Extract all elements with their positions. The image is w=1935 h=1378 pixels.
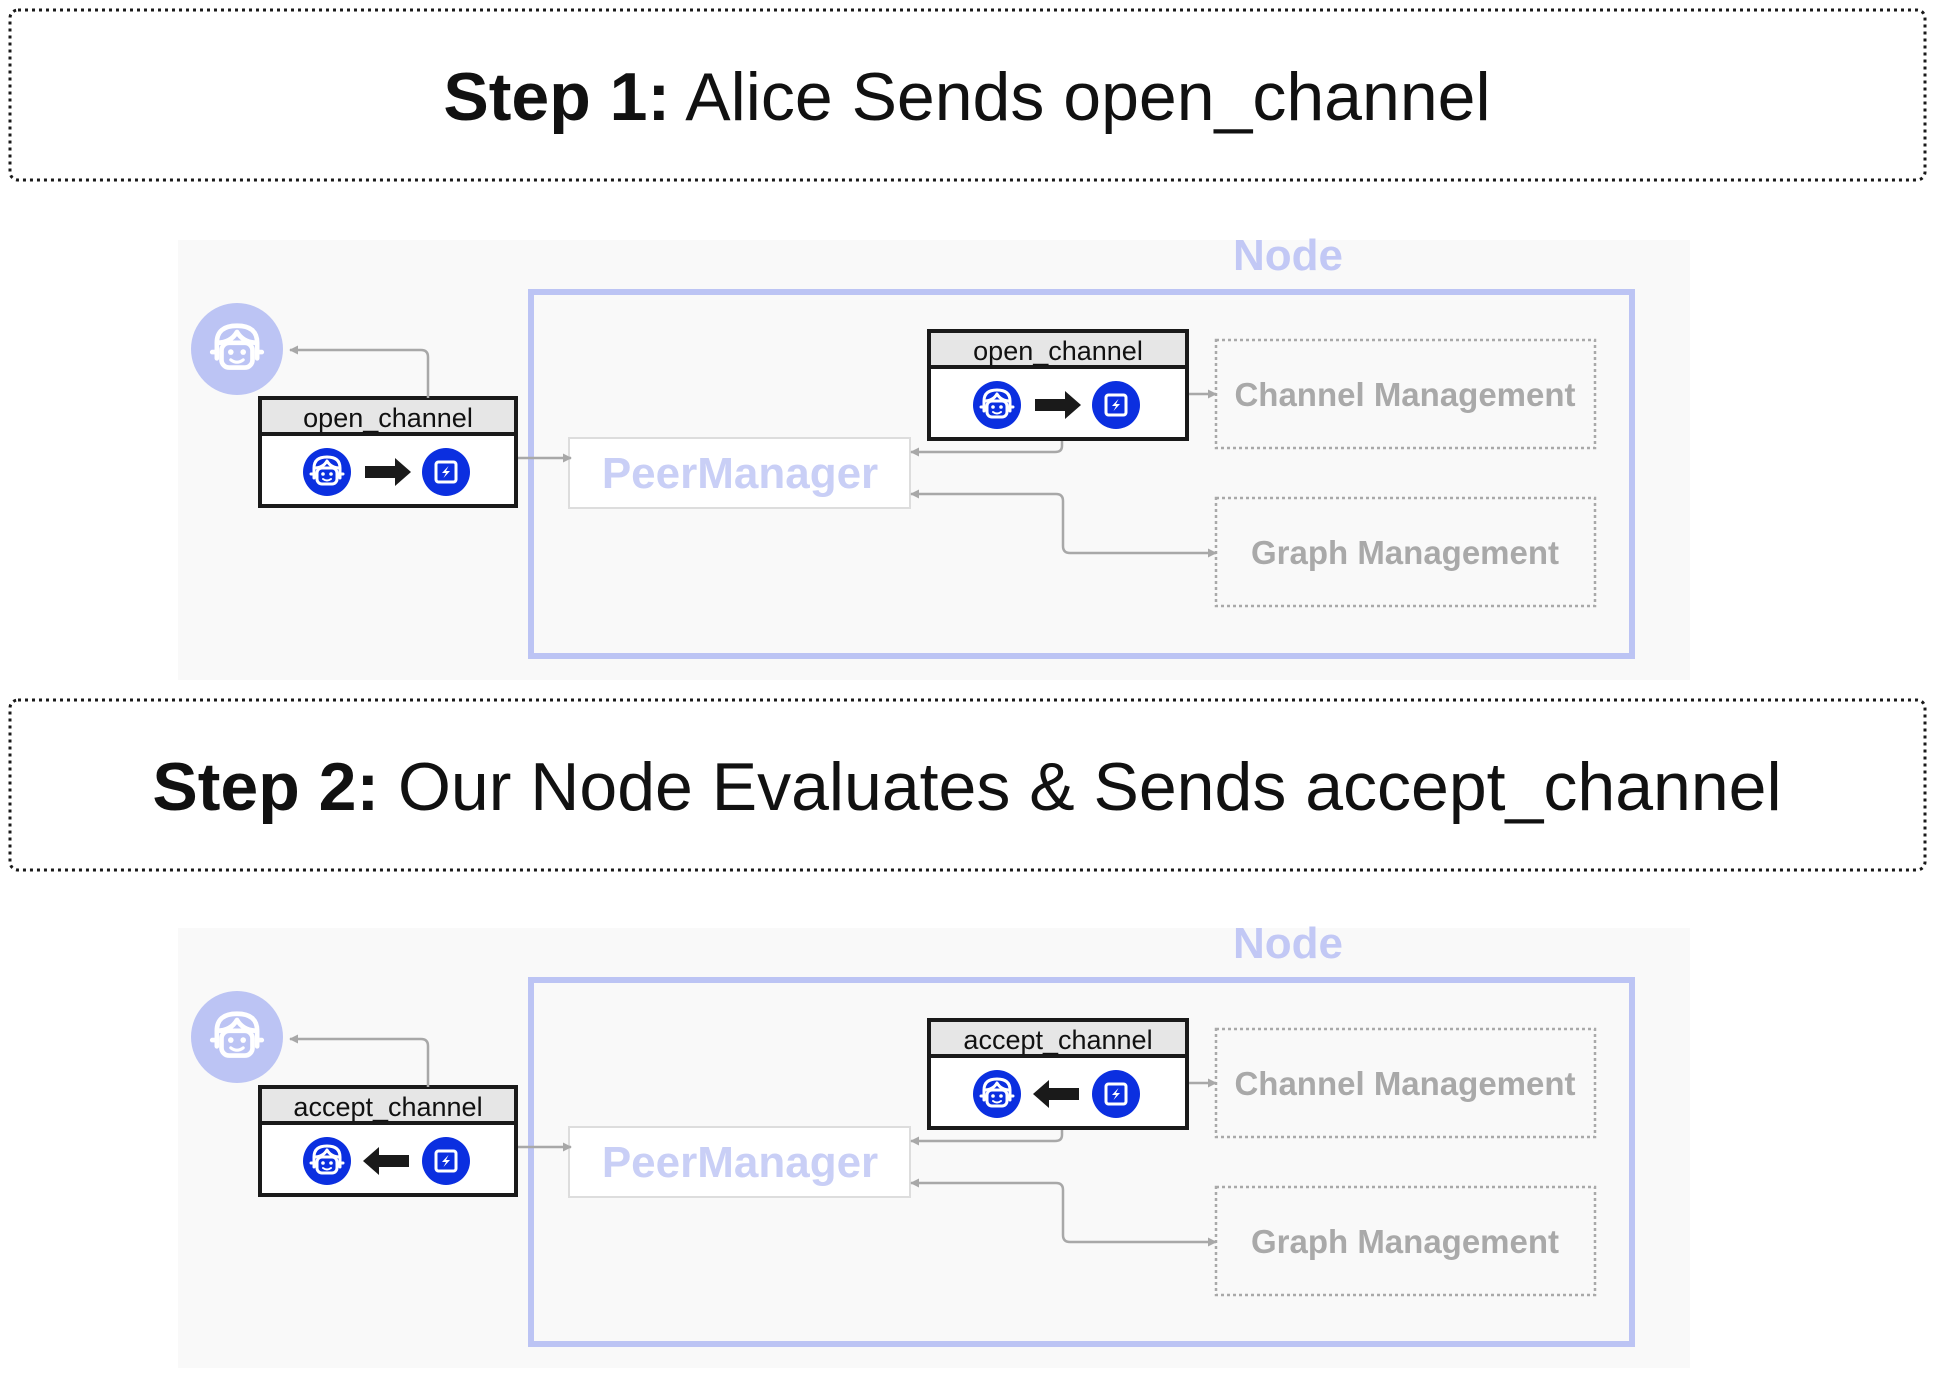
step-1-title-text: Alice Sends open_channel	[670, 59, 1490, 135]
step-1-graph-management-label: Graph Management	[1251, 534, 1559, 571]
lightning-node-icon	[1092, 1070, 1140, 1118]
step-2-peer-manager-label: PeerManager	[602, 1138, 878, 1187]
lightning-node-icon	[422, 1137, 470, 1185]
arrow-right-icon	[365, 458, 411, 486]
step-2: Step 2: Our Node Evaluates & Sends accep…	[8, 698, 1927, 1368]
lightning-node-icon	[422, 448, 470, 496]
lightning-node-icon	[1092, 381, 1140, 429]
step-1-internal-message-label: open_channel	[973, 336, 1143, 366]
step-2-node-label: Node	[1233, 919, 1343, 968]
step-1-internal-message-card: open_channel	[927, 329, 1189, 441]
step-2-title-box	[8, 698, 1927, 872]
step-1-peer-manager-box	[568, 437, 911, 509]
step-2-title-bold: Step 2:	[152, 749, 379, 825]
step-1-channel-management-label: Channel Management	[1234, 376, 1575, 413]
step-1-external-message-label: open_channel	[303, 403, 473, 433]
step-2-external-message-card: accept_channel	[258, 1085, 518, 1197]
step-2-external-message-label: accept_channel	[293, 1092, 482, 1122]
step-2-title-text: Our Node Evaluates & Sends accept_channe…	[379, 749, 1781, 825]
arrow-right-icon	[1035, 391, 1081, 419]
step-2-peer-manager-box	[568, 1126, 911, 1198]
step-1-alice-avatar-icon	[191, 303, 283, 395]
user-face-icon	[973, 381, 1021, 429]
arrow-left-icon	[363, 1147, 409, 1175]
step-2-internal-message-label: accept_channel	[963, 1025, 1152, 1055]
step-2-alice-avatar-icon	[191, 991, 283, 1083]
step-2-internal-message-card: accept_channel	[927, 1018, 1189, 1130]
step-2-channel-management-label: Channel Management	[1234, 1065, 1575, 1102]
step-2-title: Step 2: Our Node Evaluates & Sends accep…	[152, 749, 1781, 825]
step-1-title-box	[8, 8, 1927, 182]
step-2-node-box	[528, 977, 1635, 1347]
user-face-icon	[973, 1070, 1021, 1118]
user-face-icon	[303, 1137, 351, 1185]
step-1-node-box	[528, 289, 1635, 659]
step-1-node-label: Node	[1233, 231, 1343, 280]
step-1: Step 1: Alice Sends open_channel Node op…	[8, 8, 1927, 680]
step-1-peer-manager-label: PeerManager	[602, 449, 878, 498]
step-1-title-bold: Step 1:	[443, 59, 670, 135]
user-face-icon	[303, 448, 351, 496]
step-1-connectors	[289, 345, 1217, 558]
step-2-connectors	[289, 1034, 1217, 1247]
step-1-external-message-card: open_channel	[258, 396, 518, 508]
step-1-title: Step 1: Alice Sends open_channel	[443, 59, 1490, 135]
arrow-left-icon	[1033, 1080, 1079, 1108]
step-2-graph-management-label: Graph Management	[1251, 1223, 1559, 1260]
